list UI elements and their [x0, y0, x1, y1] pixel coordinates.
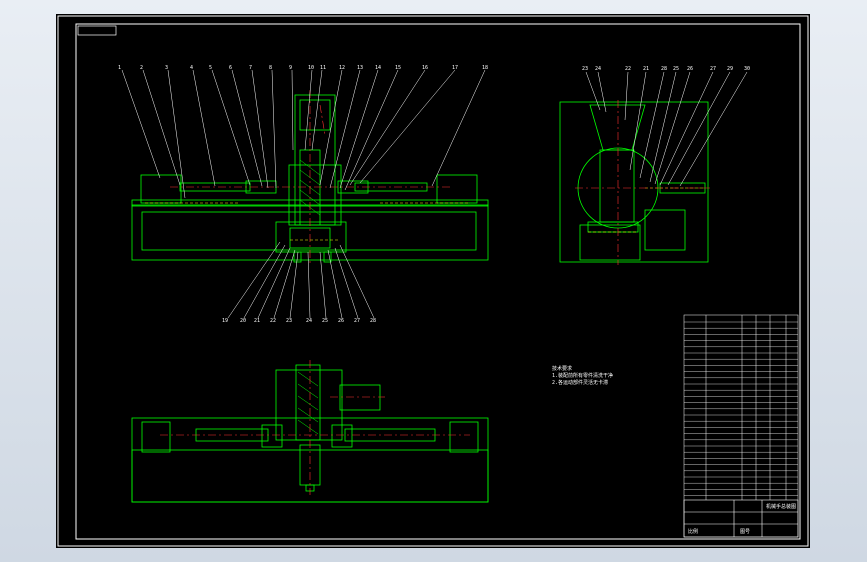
note-title: 技术要求 — [552, 365, 572, 372]
callout: 17 — [452, 65, 458, 71]
side-callouts: 23 24 22 21 28 25 26 27 29 30 — [582, 66, 750, 72]
callout: 13 — [357, 65, 363, 71]
callout: 22 — [625, 66, 631, 72]
callout: 1 — [118, 65, 121, 71]
title-block — [683, 499, 799, 538]
callout: 20 — [240, 318, 246, 324]
callout: 21 — [254, 318, 260, 324]
callout: 4 — [190, 65, 193, 71]
top-callouts: 1 2 3 4 5 6 7 8 9 10 11 12 13 14 15 16 1… — [118, 65, 488, 71]
callout: 25 — [322, 318, 328, 324]
technical-notes: 技术要求 1.装配前所有零件清洗干净 2.各运动部件灵活无卡滞 — [552, 365, 613, 386]
callout: 7 — [249, 65, 252, 71]
callout: 24 — [306, 318, 312, 324]
callout: 16 — [422, 65, 428, 71]
title-block-drawing-no: 图号 — [740, 529, 750, 535]
callout: 6 — [229, 65, 232, 71]
title-block-name: 机械手总装图 — [766, 503, 796, 510]
parts-list-rows — [684, 321, 798, 496]
side-leaders — [585, 71, 748, 187]
bottom-view-hatch — [297, 371, 319, 435]
callout: 25 — [673, 66, 679, 72]
callout: 11 — [320, 65, 326, 71]
inner-frame — [75, 23, 801, 540]
callout: 30 — [744, 66, 750, 72]
note-line: 1.装配前所有零件清洗干净 — [552, 372, 613, 379]
callout: 27 — [710, 66, 716, 72]
callout: 23 — [286, 318, 292, 324]
side-view-centerlines — [575, 100, 710, 265]
corner-label-box — [77, 25, 117, 36]
callout: 2 — [140, 65, 143, 71]
callout: 5 — [209, 65, 212, 71]
callout: 26 — [338, 318, 344, 324]
callout: 24 — [595, 66, 601, 72]
callout: 22 — [270, 318, 276, 324]
drawing-sheet — [56, 14, 810, 548]
callout: 14 — [375, 65, 381, 71]
callout: 12 — [339, 65, 345, 71]
callout: 26 — [687, 66, 693, 72]
top-view-hidden — [145, 202, 470, 241]
title-block-scale: 比例 — [688, 528, 698, 535]
callout: 28 — [661, 66, 667, 72]
callout: 10 — [308, 65, 314, 71]
callout: 19 — [222, 318, 228, 324]
top-view-centerlines — [170, 90, 450, 265]
callout: 8 — [269, 65, 272, 71]
bottom-view — [131, 364, 489, 503]
callout: 9 — [289, 65, 292, 71]
callout: 15 — [395, 65, 401, 71]
callout: 27 — [354, 318, 360, 324]
callout: 18 — [482, 65, 488, 71]
mid-leaders — [227, 241, 375, 319]
callout: 21 — [643, 66, 649, 72]
callout: 3 — [165, 65, 168, 71]
callout: 23 — [582, 66, 588, 72]
callout: 29 — [727, 66, 733, 72]
outer-frame — [57, 15, 809, 547]
side-view — [559, 101, 709, 263]
bottom-view-centerlines — [160, 360, 470, 495]
callout: 28 — [370, 318, 376, 324]
note-line: 2.各运动部件灵活无卡滞 — [552, 379, 608, 386]
top-leaders — [121, 69, 486, 199]
mid-callouts: 19 20 21 22 23 24 25 26 27 28 — [222, 318, 376, 324]
